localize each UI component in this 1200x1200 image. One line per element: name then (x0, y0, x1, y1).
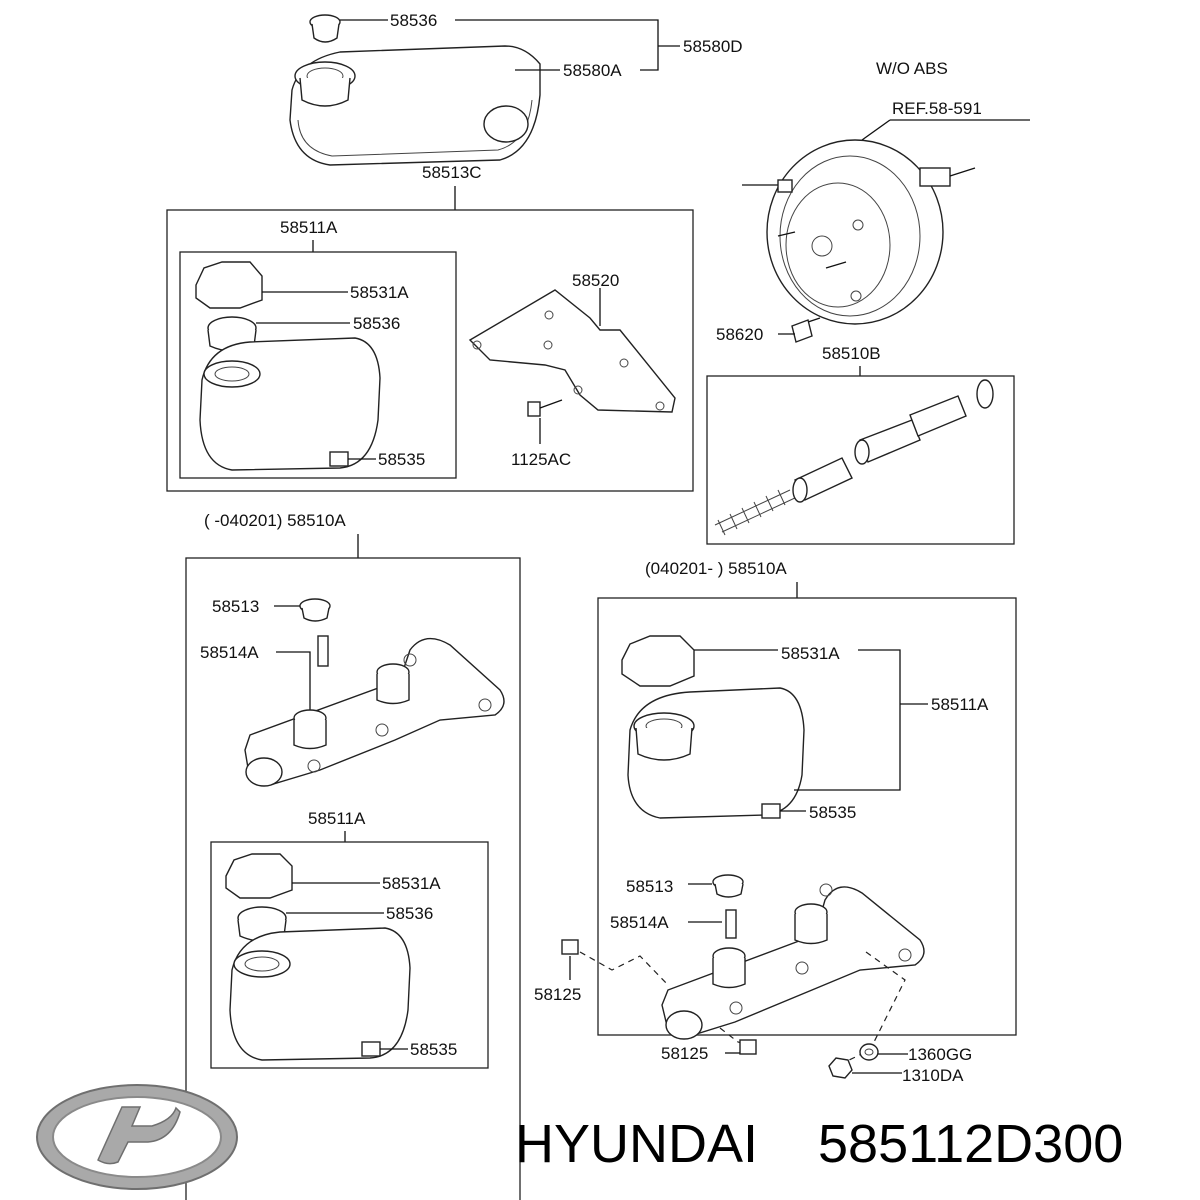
label-58125-b: 58125 (661, 1044, 708, 1063)
label-58536-13c: 58536 (353, 314, 400, 333)
top-reservoir-assembly (289, 14, 541, 166)
plug-58125-a (561, 939, 579, 955)
label-58514a-right: 58514A (610, 913, 669, 932)
label-1125ac: 1125AC (511, 450, 571, 469)
label-58511a-right: 58511A (931, 695, 989, 714)
label-58536-left: 58536 (386, 904, 433, 923)
label-58531a-right: 58531A (781, 644, 840, 663)
box-58511a-13c (179, 251, 457, 479)
brand-name: HYUNDAI (515, 1114, 758, 1174)
label-58513-right: 58513 (626, 877, 673, 896)
label-58513c: 58513C (422, 163, 482, 182)
grommet-right (712, 874, 744, 898)
pin-left (317, 635, 329, 667)
label-right-58510a: (040201- ) 58510A (645, 559, 787, 578)
booster-ref: REF.58-591 (892, 99, 982, 118)
piston-kit (714, 379, 994, 536)
plug-58125-b (739, 1039, 757, 1055)
washer-1360gg (859, 1043, 879, 1061)
nut-1310da (828, 1057, 853, 1079)
label-1360gg: 1360GG (908, 1045, 972, 1064)
reservoir-right (621, 635, 805, 819)
box-left-58510a (185, 557, 521, 1200)
label-58580d: 58580D (683, 37, 743, 56)
hyundai-logo (36, 1084, 238, 1190)
label-left-58510a: ( -040201) 58510A (204, 511, 346, 530)
booster-nut (791, 317, 821, 343)
part-number: 585112D300 (818, 1114, 1123, 1174)
reservoir-left (225, 853, 411, 1061)
label-58510b: 58510B (822, 344, 881, 363)
grommet-left (299, 598, 331, 622)
box-right-58510a (597, 597, 1017, 1036)
label-58520: 58520 (572, 271, 619, 290)
bolt-1125ac (527, 399, 563, 417)
box-58513c (166, 209, 694, 492)
label-58535-13c: 58535 (378, 450, 425, 469)
label-58535-right: 58535 (809, 803, 856, 822)
booster-title: W/O ABS (876, 59, 948, 78)
label-58531a-13c: 58531A (350, 283, 409, 302)
label-58514a-left: 58514A (200, 643, 259, 662)
label-58620: 58620 (716, 325, 763, 344)
label-58125-a: 58125 (534, 985, 581, 1004)
label-58513-left: 58513 (212, 597, 259, 616)
bracket-58520 (468, 289, 676, 413)
box-58511a-left (210, 841, 489, 1069)
label-58511a-left: 58511A (308, 809, 366, 828)
label-1310da: 1310DA (902, 1066, 964, 1085)
label-58511a-13c: 58511A (280, 218, 338, 237)
box-58510b (706, 375, 1015, 545)
pin-right (725, 909, 737, 939)
label-58535-left: 58535 (410, 1040, 457, 1059)
master-cylinder-left (244, 637, 505, 787)
label-58580a: 58580A (563, 61, 622, 80)
brake-booster (742, 139, 976, 325)
label-58536-top: 58536 (390, 11, 437, 30)
master-cylinder-right (661, 883, 925, 1040)
label-58531a-left: 58531A (382, 874, 441, 893)
reservoir-13c (195, 261, 381, 471)
